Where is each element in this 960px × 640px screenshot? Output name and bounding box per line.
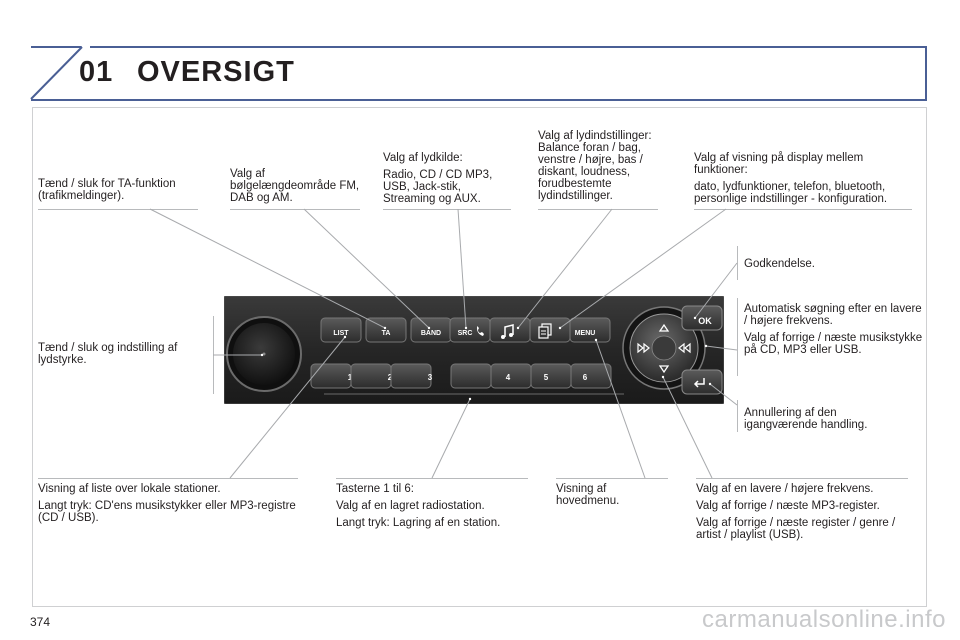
fast-forward-icon[interactable] (678, 342, 691, 354)
preset-2-button[interactable] (350, 363, 392, 389)
chapter-title: OVERSIGT (137, 56, 295, 88)
down-triangle-icon[interactable] (658, 365, 670, 374)
content-frame (32, 107, 927, 607)
callout-ta: Tænd / sluk for TA-funktion (trafikmeldi… (38, 178, 176, 202)
svg-text:LIST: LIST (333, 330, 349, 337)
svg-text:MENU: MENU (575, 330, 596, 337)
preset-4-button[interactable] (490, 363, 532, 389)
callout-ok: Godkendelse. (744, 258, 815, 270)
callout-display: Valg af visning på display mellem funkti… (694, 152, 888, 205)
display-button[interactable] (529, 317, 571, 343)
svg-text:6: 6 (583, 373, 588, 382)
preset-1-button[interactable] (310, 363, 352, 389)
svg-text:SRC: SRC (458, 330, 473, 337)
svg-text:BAND: BAND (421, 330, 441, 337)
svg-text:5: 5 (544, 373, 549, 382)
svg-text:3: 3 (428, 373, 433, 382)
callout-band: Valg af bølgelængdeområde FM, DAB og AM. (230, 168, 360, 204)
svg-text:1: 1 (348, 373, 353, 382)
blank-button[interactable] (450, 363, 492, 389)
preset-3-button[interactable] (390, 363, 432, 389)
watermark: carmanualsonline.info (702, 606, 946, 633)
preset-6-button[interactable] (570, 363, 612, 389)
callout-autoscan: Automatisk søgning efter en lavere / høj… (744, 303, 923, 356)
page-number: 374 (30, 615, 51, 629)
preset-5-button[interactable] (530, 363, 572, 389)
svg-text:4: 4 (506, 373, 511, 382)
callout-source: Valg af lydkilde: Radio, CD / CD MP3, US… (383, 152, 493, 205)
phone-icon (477, 326, 484, 336)
header-corner (30, 46, 90, 101)
callout-volume: Tænd / sluk og indstilling af lydstyrke. (38, 342, 178, 366)
music-note-icon (501, 324, 514, 339)
back-button[interactable] (681, 369, 723, 395)
callout-cancel: Annullering af den igangværende handling… (744, 407, 868, 431)
callout-arrows: Valg af en lavere / højere frekvens. Val… (696, 483, 896, 541)
audio-settings-button[interactable] (489, 317, 531, 343)
callout-sound: Valg af lydindstillinger: Balance foran … (538, 130, 652, 202)
svg-text:TA: TA (382, 330, 391, 337)
svg-text:OK: OK (698, 316, 712, 326)
callout-list: Visning af liste over lokale stationer. … (38, 483, 296, 524)
radio-panel: LIST TA BAND SRC MENU 1 2 3 4 5 (224, 296, 724, 404)
callout-presets: Tasterne 1 til 6: Valg af en lagret radi… (336, 483, 501, 529)
svg-text:2: 2 (388, 373, 393, 382)
preset-button-row: 1 2 3 4 5 6 (310, 363, 612, 389)
chapter-number: 01 (79, 56, 114, 88)
header-band (31, 46, 927, 101)
callout-menu: Visning af hovedmenu. (556, 483, 620, 507)
